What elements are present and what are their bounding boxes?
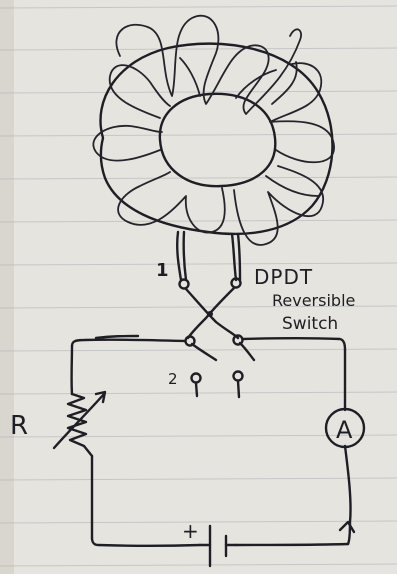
coil-lead-left-2 [182, 230, 188, 282]
resistor-variable-arrow [52, 392, 106, 450]
coil-lead-right-2 [236, 232, 242, 282]
switch-blade-right [238, 341, 256, 362]
switch-label-switch: Switch [282, 314, 338, 334]
switch-cross-dot [207, 311, 213, 317]
toroid-winding-extra [179, 57, 319, 197]
toroid-outer-ring [99, 42, 334, 236]
ammeter-label: A [336, 416, 353, 444]
switch-bottom-leg-right [236, 379, 241, 399]
wire-bottom-left [90, 536, 202, 547]
ammeter [324, 407, 366, 449]
circuit-wires [70, 334, 356, 547]
switch-top-terminal-right [230, 277, 242, 289]
dpdt-switch [178, 277, 256, 399]
switch-bottom-leg-left [194, 381, 199, 398]
ammeter-circle [324, 407, 366, 449]
switch-label-dpdt: DPDT [254, 265, 313, 289]
switch-cross-wire-b [186, 286, 236, 340]
wire-left-top [70, 338, 187, 348]
toroid-winding [92, 14, 335, 246]
ruled-lines [0, 5, 397, 567]
wire-left-top-accent [94, 334, 140, 340]
coil-lead-left [176, 230, 183, 282]
resistor-zigzag [66, 392, 94, 458]
coil-lead-right [230, 232, 238, 282]
wire-bottom-right [234, 542, 350, 547]
terminal-1-label: 1 [156, 260, 169, 281]
switch-label-reversible: Reversible [272, 291, 355, 310]
battery-plus-label: + [182, 519, 199, 543]
wire-right-top [241, 337, 347, 352]
toroid-inner-ring [158, 92, 277, 188]
wire-bottom-arrow [338, 520, 356, 534]
page-margin-shadow [0, 0, 14, 574]
terminal-2-label: 2 [168, 370, 178, 388]
switch-cross-wire-a [184, 287, 240, 340]
toroid-coil [92, 14, 335, 282]
wire-right-below-ammeter [343, 444, 352, 546]
battery [198, 524, 238, 568]
resistor-arrowhead [94, 390, 107, 404]
switch-top-terminal-left [178, 278, 190, 290]
variable-resistor [52, 390, 107, 458]
switch-blade-left [190, 342, 218, 362]
resistor-label: R [10, 411, 28, 441]
